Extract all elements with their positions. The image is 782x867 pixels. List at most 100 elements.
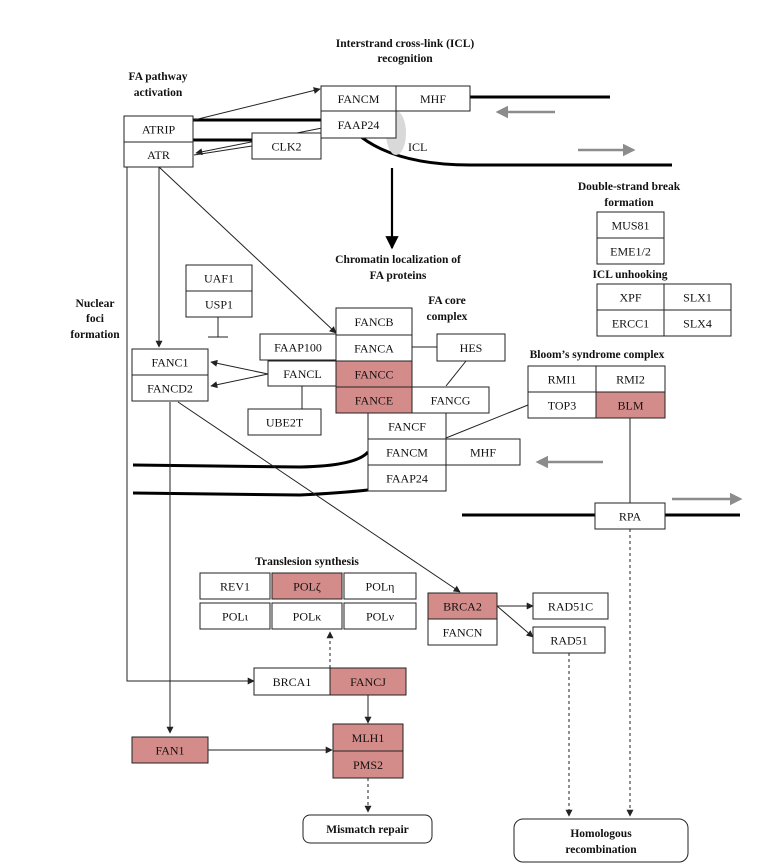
gene-label-slx1: SLX1	[683, 291, 712, 305]
gene-label-rpa: RPA	[619, 510, 642, 524]
gene-label-pms2: PMS2	[353, 758, 383, 772]
gene-box-fance	[335, 386, 413, 414]
gene-label-polz: POLζ	[293, 580, 321, 594]
gene-box-rad51c	[532, 592, 609, 620]
outcome-boxes: Mismatch repair Homologous recombination	[302, 814, 689, 863]
gene-box-fanci	[131, 348, 209, 376]
gene-box-poleta	[343, 572, 417, 600]
gene-box-slx4	[663, 309, 732, 337]
header-dsb-line2: formation	[604, 197, 654, 209]
gene-box-atrip	[123, 115, 194, 143]
gene-label-blm: BLM	[617, 399, 643, 413]
gene-label-hes: HES	[460, 341, 483, 355]
gene-label-uaf1: UAF1	[204, 272, 234, 286]
gene-label-slx4: SLX4	[683, 317, 712, 331]
gene-label-fancm-top: FANCM	[338, 92, 380, 106]
gene-label-ube2t: UBE2T	[266, 416, 304, 430]
dna-strand-mid-1	[132, 450, 370, 469]
gene-box-fancf	[367, 412, 447, 440]
gene-label-mlh1: MLH1	[352, 731, 385, 745]
edge-atr-fancm	[189, 87, 321, 122]
gene-label-fancf: FANCF	[388, 420, 426, 434]
gene-label-clk2: CLK2	[272, 140, 302, 154]
gene-label-fancl: FANCL	[283, 367, 321, 381]
gene-box-fancg	[411, 386, 490, 414]
gene-label-fancg: FANCG	[431, 394, 471, 408]
gene-label-faap100: FAAP100	[274, 341, 322, 355]
gene-box-fancj	[329, 667, 407, 696]
header-fa-core-line2: complex	[427, 311, 468, 323]
gene-box-rmi1	[527, 365, 597, 393]
gene-box-ube2t	[247, 408, 322, 436]
gene-box-ercc1	[596, 309, 665, 337]
header-icl-unhooking: ICL unhooking	[592, 269, 667, 281]
gene-box-pms2	[332, 750, 404, 779]
section-headers: Interstrand cross-link (ICL) recognition…	[70, 38, 680, 568]
gene-label-rad51c: RAD51C	[548, 600, 593, 614]
header-chromatin-line1: Chromatin localization of	[335, 254, 461, 266]
gene-box-usp1	[185, 290, 253, 318]
edge-fancl-fanci	[210, 359, 269, 375]
gene-label-fancj: FANCJ	[350, 675, 386, 689]
gene-label-fan1: FAN1	[155, 744, 184, 758]
gene-box-uaf1	[185, 264, 253, 292]
gene-box-faap24-top	[320, 110, 397, 139]
gene-label-brca2: BRCA2	[443, 600, 482, 614]
gene-box-mhf-mid	[445, 438, 521, 466]
header-icl-recognition-line1: Interstrand cross-link (ICL)	[336, 38, 475, 50]
gene-label-atr: ATR	[147, 148, 170, 162]
connectors	[126, 87, 634, 817]
gene-label-fancn: FANCN	[443, 626, 483, 640]
header-nuclear-foci-line1: Nuclear	[76, 298, 115, 310]
outcome-homologous-line2: recombination	[565, 844, 637, 856]
gene-label-rev1: REV1	[220, 580, 250, 594]
gene-label-fance: FANCE	[355, 394, 393, 408]
outcome-mismatch-repair-label: Mismatch repair	[326, 824, 409, 836]
gene-label-fancc: FANCC	[354, 368, 393, 382]
gene-box-rad51	[532, 626, 606, 654]
header-bloom: Bloom’s syndrome complex	[530, 349, 665, 361]
gene-label-ercc1: ERCC1	[612, 317, 649, 331]
header-fa-activation-line1: FA pathway	[129, 71, 188, 83]
header-tls: Translesion synthesis	[255, 556, 359, 568]
gene-box-xpf	[596, 283, 665, 311]
gene-box-rpa	[594, 502, 666, 530]
dna-strand-top-4	[354, 130, 672, 167]
gene-label-fancb: FANCB	[354, 315, 393, 329]
header-nuclear-foci-line3: formation	[70, 329, 120, 341]
gene-label-mus81: MUS81	[611, 219, 649, 233]
gene-box-fancn	[427, 618, 498, 646]
gene-box-polz	[271, 572, 343, 600]
gene-label-faap24-mid: FAAP24	[386, 472, 428, 486]
gene-label-brca1: BRCA1	[273, 675, 312, 689]
edge-top3-fancm	[445, 404, 529, 439]
gene-label-atrip: ATRIP	[142, 123, 176, 137]
gene-box-mus81	[596, 211, 665, 239]
label-icl: ICL	[408, 140, 427, 154]
gene-box-fan1	[131, 736, 209, 764]
gene-box-polkappa	[271, 602, 343, 630]
header-icl-recognition-line2: recognition	[377, 53, 433, 65]
gene-box-mhf-top	[395, 85, 471, 112]
gene-label-top3: TOP3	[548, 399, 576, 413]
gene-label-rmi2: RMI2	[616, 373, 645, 387]
gene-label-polkappa: POLκ	[293, 610, 322, 624]
gene-label-rmi1: RMI1	[548, 373, 577, 387]
gene-label-xpf: XPF	[619, 291, 641, 305]
outcome-homologous-line1: Homologous	[570, 828, 632, 840]
gene-box-polnu	[343, 602, 417, 630]
gene-label-rad51: RAD51	[550, 634, 587, 648]
gene-label-poleta: POLη	[366, 580, 395, 594]
gene-box-rev1	[199, 572, 271, 600]
gene-box-faap24-mid	[367, 464, 447, 492]
gene-box-blm	[595, 391, 666, 419]
header-fa-activation-line2: activation	[134, 87, 183, 99]
gene-label-fanci: FANC1	[151, 356, 188, 370]
gene-label-polnu: POLν	[366, 610, 395, 624]
header-nuclear-foci-line2: foci	[86, 313, 105, 325]
edge-fancl-fancd2	[210, 373, 269, 389]
outcome-homologous-recombination-box	[513, 818, 689, 863]
header-dsb-line1: Double-strand break	[578, 181, 681, 193]
gene-label-fancd2: FANCD2	[147, 382, 193, 396]
gene-label-poliota: POLι	[222, 610, 249, 624]
